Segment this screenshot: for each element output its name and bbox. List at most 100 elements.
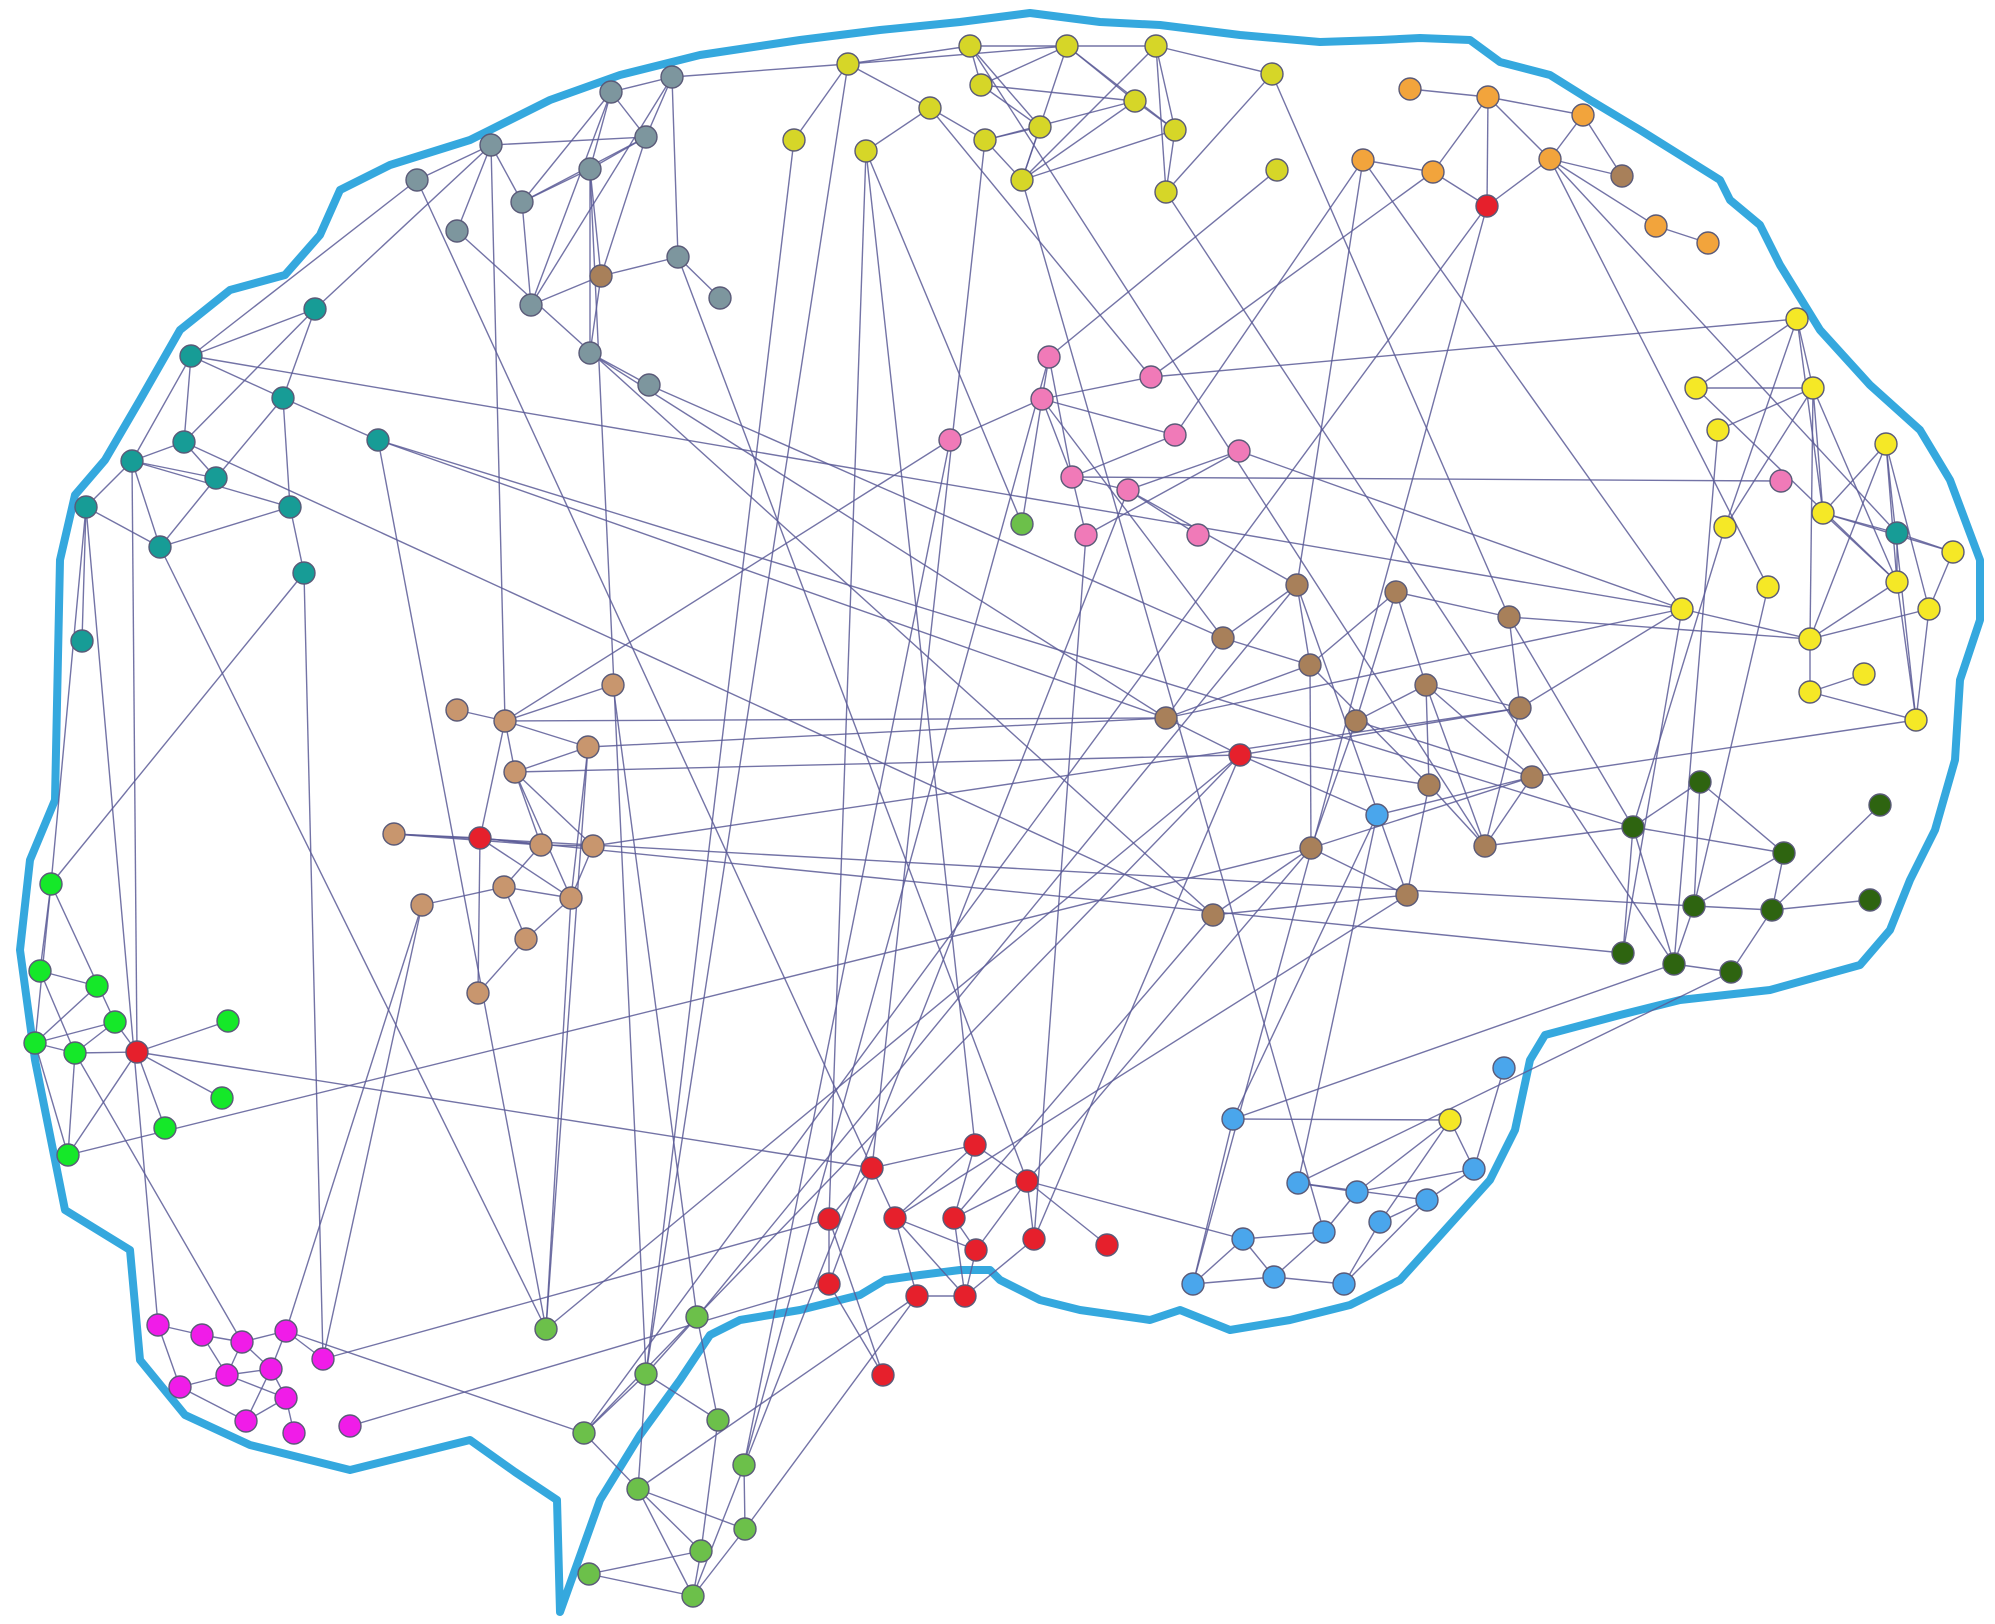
node-darkgreen-d5	[1682, 894, 1706, 918]
edge-m1-t8	[85, 506, 159, 1326]
edge-d8-r3	[479, 837, 1624, 954]
edge-d4-d5	[1693, 852, 1785, 907]
edge-g3-n1	[612, 684, 698, 1318]
edge-b12-r2	[1239, 754, 1430, 786]
edge-r7-u10	[1026, 1180, 1244, 1240]
node-darkgreen-d4	[1772, 841, 1796, 865]
node-green-g8	[626, 1477, 650, 1501]
edge-d5-y9	[1693, 586, 1769, 907]
edge-s1-s6	[589, 91, 612, 170]
node-green-g10	[689, 1539, 713, 1563]
edge-s5-t2	[190, 179, 418, 357]
edge-g2-r2	[545, 754, 1241, 1330]
edge-o13-r6	[871, 139, 986, 1169]
edge-y12-y13	[1809, 608, 1930, 640]
edge-r1-u11	[1192, 205, 1488, 1285]
edge-b11-n8	[592, 707, 1521, 847]
node-olive-o16	[1265, 158, 1289, 182]
edge-b13-y16	[1531, 719, 1917, 778]
edge-s3-s8	[456, 144, 492, 232]
edge-r13-r7	[1026, 1180, 1108, 1246]
edge-y3-y4	[1717, 387, 1814, 431]
node-red-r13	[1095, 1233, 1119, 1257]
node-slate-s11	[708, 286, 732, 310]
edge-m4-n11	[285, 904, 423, 1332]
edge-b11-r2	[1239, 707, 1521, 756]
node-orange-or2	[1476, 85, 1500, 109]
node-blue-u11	[1181, 1272, 1205, 1296]
node-magenta-m3	[230, 1330, 254, 1354]
edge-d6-d7	[1771, 899, 1871, 911]
edge-o14-o7	[1021, 100, 1136, 181]
edge-b17-s8	[456, 230, 1214, 916]
node-slate-s3	[479, 133, 503, 157]
edge-g1-p3	[1021, 398, 1043, 525]
node-lime-l7	[63, 1041, 87, 1065]
edge-r9-s5	[416, 179, 896, 1219]
edge-r12-r7	[975, 1180, 1028, 1251]
node-magenta-m7	[259, 1357, 283, 1381]
edge-s1-s7	[521, 91, 612, 203]
edge-y1-y2	[1695, 318, 1798, 389]
node-slate-s8	[445, 219, 469, 243]
edge-s3-s4	[490, 136, 647, 146]
edge-u13-u8	[1343, 1221, 1381, 1285]
edge-n11-n9	[421, 886, 505, 906]
node-magenta-m4	[274, 1319, 298, 1343]
node-green-g7	[732, 1453, 756, 1477]
edge-y3-y7	[1812, 387, 1824, 514]
node-brown-b9	[1154, 706, 1178, 730]
node-blue-u1	[1365, 803, 1389, 827]
node-blue-u6	[1462, 1157, 1486, 1181]
edge-m10-m8	[179, 1386, 247, 1422]
edge-n10-r3	[479, 837, 572, 899]
edge-u12-u13	[1273, 1276, 1345, 1285]
node-olive-o1	[836, 52, 860, 76]
node-yellow-y12	[1917, 597, 1941, 621]
edge-u5-y17	[1356, 1119, 1451, 1193]
node-red-r11	[1022, 1227, 1046, 1251]
edge-b5-p3	[1041, 398, 1224, 639]
edge-or1-or2	[1409, 88, 1489, 98]
node-tan-n10	[559, 886, 583, 910]
node-pink-p6	[1227, 439, 1251, 463]
node-tan-n5	[503, 760, 527, 784]
node-tan-n9	[492, 875, 516, 899]
edge-g12-g8	[637, 1488, 694, 1597]
edge-g1-o12	[865, 150, 1023, 525]
node-darkgreen-d7	[1858, 888, 1882, 912]
edge-y1-y6	[1724, 318, 1798, 528]
edge-d1-d5	[1693, 781, 1701, 907]
edge-b14-b16	[1310, 847, 1408, 896]
node-magenta-m2	[190, 1323, 214, 1347]
edge-p3-p4	[949, 398, 1043, 441]
node-olive-o4	[1144, 34, 1168, 58]
node-brown-b17	[1201, 903, 1225, 927]
edge-r2-u1	[1239, 754, 1378, 816]
edge-p9-r11	[1033, 534, 1087, 1240]
node-yellow-y17	[1438, 1108, 1462, 1132]
node-teal-t1	[303, 297, 327, 321]
brain-outline	[16, 9, 1984, 1616]
edge-g4-o1	[645, 63, 849, 1375]
edge-o1-o3	[847, 45, 1068, 65]
edge-g12-g9	[692, 1528, 746, 1597]
edge-b15-b8	[1425, 684, 1486, 847]
edge-b1-or3	[1582, 114, 1623, 177]
edge-l9-r4	[136, 1051, 166, 1129]
edge-t1-t5	[183, 308, 316, 443]
edge-r10-r5	[953, 1144, 976, 1219]
node-lime-l9	[153, 1116, 177, 1140]
node-lime-l4	[103, 1010, 127, 1034]
node-olive-o9	[1028, 115, 1052, 139]
edge-b4-b6	[1395, 591, 1510, 618]
node-orange-or8	[1696, 231, 1720, 255]
edge-b16-r9	[894, 894, 1408, 1219]
node-red-r16	[953, 1284, 977, 1308]
node-pink-p8	[1116, 478, 1140, 502]
edge-g8-r15	[637, 1295, 918, 1490]
node-pink-p2	[1139, 365, 1163, 389]
node-pink-p10	[1186, 523, 1210, 547]
edge-b3-p8	[1127, 489, 1298, 586]
node-orange-or7	[1644, 214, 1668, 238]
